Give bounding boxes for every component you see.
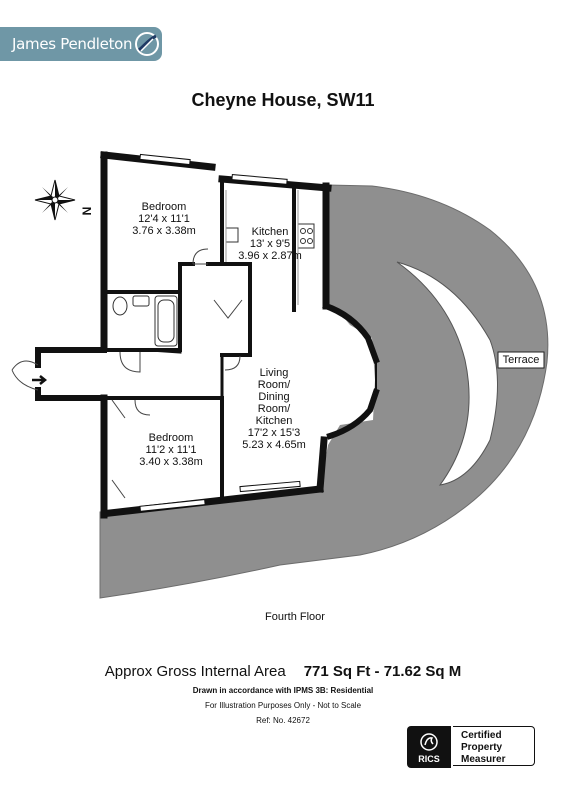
area-label: Approx Gross Internal Area: [104, 663, 286, 680]
rics-emblem-icon: [420, 733, 438, 751]
room-name-line: Living: [259, 367, 289, 379]
rics-cert-line: Measurer: [461, 754, 506, 765]
basin: [132, 295, 150, 307]
reference-number: Ref: No. 42672: [256, 716, 310, 725]
toilet: [112, 296, 128, 316]
room-size-metric: 3.40 x 3.38m: [139, 456, 203, 468]
room-size-metric: 5.23 x 4.65m: [242, 439, 306, 451]
area-value: 771 Sq Ft - 71.62 Sq M: [303, 663, 462, 680]
rics-cert-line: Certified: [461, 730, 502, 741]
kitchen-counter: [225, 190, 299, 305]
brand-logo-icon: [135, 32, 159, 56]
room-name-line: Dining: [258, 391, 290, 403]
compass-north-label: N: [80, 206, 94, 216]
room-name: Bedroom: [141, 201, 187, 213]
disclaimer-note: For Illustration Purposes Only - Not to …: [204, 701, 362, 710]
door-cupboard: [213, 299, 243, 319]
door-bathroom: [119, 351, 141, 373]
door-living: [224, 355, 241, 371]
room-kitchen: Kitchen 13' x 9'5 3.96 x 2.87m: [230, 226, 310, 262]
door-entrance: [11, 360, 39, 391]
room-terrace-label: Terrace: [502, 354, 540, 366]
window-living: [239, 480, 301, 493]
room-size-metric: 3.96 x 2.87m: [238, 250, 302, 262]
terrace-label-box: [497, 351, 545, 369]
room-size-imperial: 12'4 x 11'1: [138, 213, 190, 225]
room-size-imperial: 11'2 x 11'1: [145, 444, 197, 456]
gross-internal-area: Approx Gross Internal Area 771 Sq Ft - 71…: [0, 663, 566, 680]
wall-east-living: [316, 436, 328, 493]
terrace-crescent-void: [396, 261, 498, 486]
bay-window-lower: [326, 388, 380, 440]
ipms-standard-note: Drawn in accordance with IPMS 3B: Reside…: [192, 686, 374, 695]
bathtub-inner: [157, 299, 175, 343]
brand-banner: James Pendleton: [0, 27, 162, 61]
rics-logo: RICS: [407, 726, 451, 768]
door-bed2: [134, 399, 151, 416]
room-name-line: Room/: [257, 379, 291, 391]
interior-floor: [38, 153, 375, 515]
floor-label: Fourth Floor: [265, 611, 325, 623]
room-bedroom-2: Bedroom 11'2 x 11'1 3.40 x 3.38m: [126, 432, 216, 468]
window-bed2: [139, 499, 206, 512]
door-bed2-cupboard: [111, 399, 126, 499]
room-bedroom-1: Bedroom 12'4 x 11'1 3.76 x 3.38m: [118, 201, 210, 237]
rics-acronym: RICS: [418, 754, 440, 764]
window-kitchen: [231, 174, 288, 185]
bay-window: [322, 302, 380, 364]
page-title: Cheyne House, SW11: [191, 90, 375, 110]
room-name: Bedroom: [148, 432, 194, 444]
room-name-line: Kitchen: [255, 415, 293, 427]
window-bed1: [139, 153, 191, 166]
room-living-dining-kitchen: Living Room/ Dining Room/ Kitchen 17'2 x…: [232, 367, 316, 451]
room-size-imperial: 13' x 9'5: [249, 238, 291, 250]
wall-bath-bottom2: [148, 348, 182, 354]
brand-name: James Pendleton: [12, 35, 133, 53]
room-name: Kitchen: [251, 226, 289, 238]
rics-cert-line: Property: [461, 742, 503, 753]
room-size-metric: 3.76 x 3.38m: [132, 225, 196, 237]
rics-certification: Certified Property Measurer: [453, 726, 535, 766]
compass-rose-icon: [34, 179, 76, 221]
rics-badge: RICS Certified Property Measurer: [407, 726, 537, 768]
room-name-line: Room/: [257, 403, 291, 415]
room-size-imperial: 17'2 x 15'3: [247, 427, 301, 439]
entrance-arrow-icon: [32, 375, 48, 385]
door-bed1: [192, 248, 209, 265]
